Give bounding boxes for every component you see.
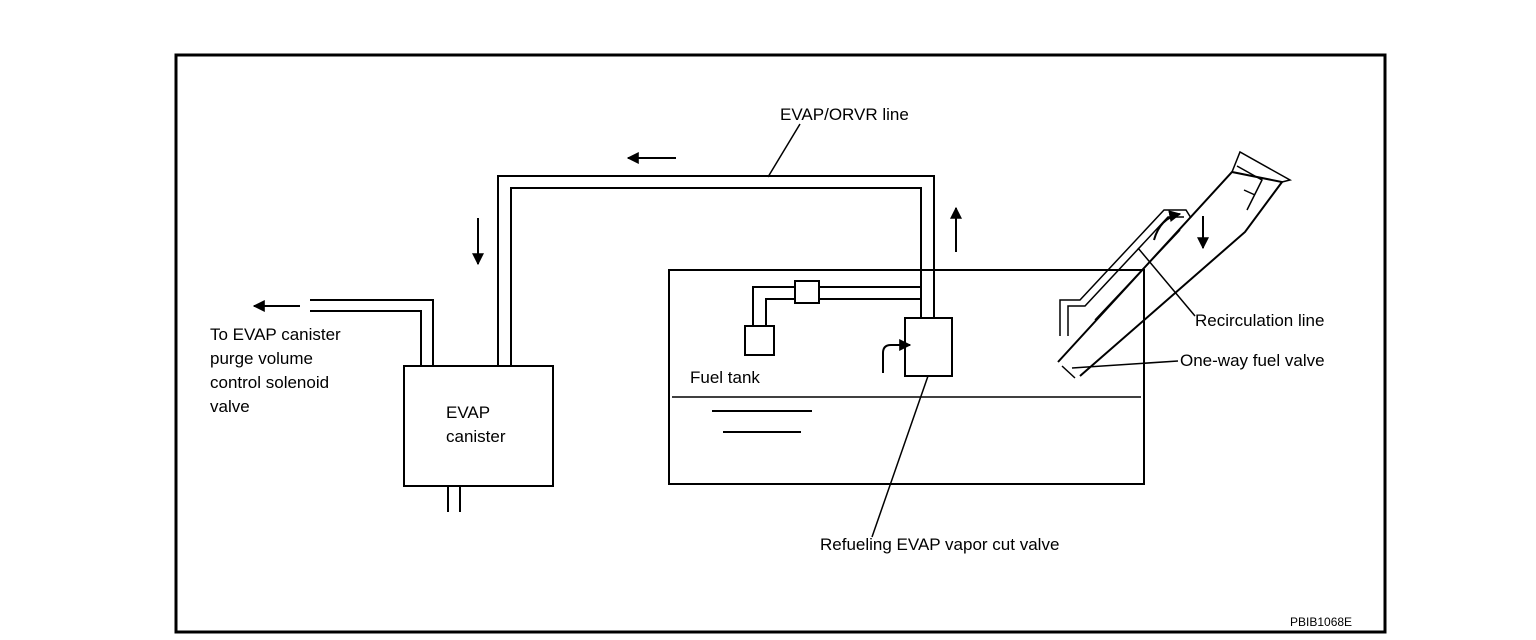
diagram-frame (174, 53, 1387, 634)
fuel-tank (668, 269, 1145, 485)
purge-label-line1: To EVAP canister (210, 325, 341, 344)
fuel-tank-label: Fuel tank (690, 368, 760, 387)
leader-lines (767, 123, 1196, 538)
evap-orvr-line-label: EVAP/ORVR line (780, 105, 909, 124)
canister-label-line2: canister (446, 427, 506, 446)
canister-label-line1: EVAP (446, 403, 490, 422)
one-way-valve-label: One-way fuel valve (1180, 351, 1325, 370)
figure-code: PBIB1068E (1290, 615, 1352, 629)
vapor-cut-valve-label: Refueling EVAP vapor cut valve (820, 535, 1059, 554)
vapor-cut-valve (882, 317, 953, 377)
evap-orvr-line (497, 175, 935, 366)
purge-line (310, 299, 434, 366)
filler-neck (1057, 150, 1293, 379)
evap-canister (403, 365, 554, 512)
purge-label-line2: purge volume (210, 349, 313, 368)
purge-label-line3: control solenoid (210, 373, 329, 392)
tank-internal-piping (744, 280, 921, 356)
purge-label-line4: valve (210, 397, 250, 416)
flow-arrows (252, 152, 962, 312)
recirculation-line-label: Recirculation line (1195, 311, 1324, 330)
